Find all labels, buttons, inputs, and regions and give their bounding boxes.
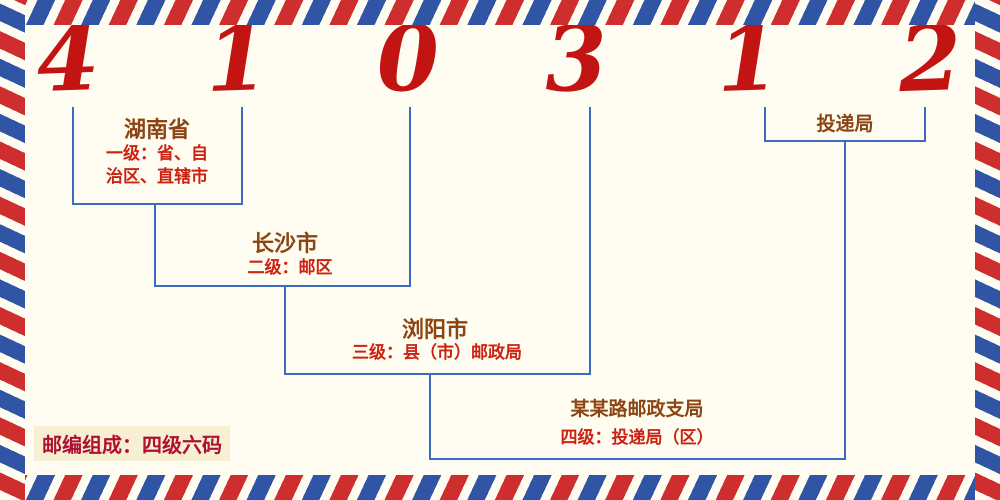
- level4-desc: 四级：投递局（区）: [560, 428, 714, 448]
- level1-name: 湖南省: [123, 118, 190, 143]
- connector-line: [284, 373, 591, 375]
- connector-line: [764, 140, 926, 142]
- level3-name: 浏阳市: [401, 318, 468, 343]
- connector-line: [284, 286, 286, 374]
- connector-line: [154, 285, 411, 287]
- level4-name: 某某路邮政支局: [570, 398, 704, 420]
- postal-digit-4: 3: [542, 4, 610, 114]
- footer-note: 邮编组成：四级六码: [34, 426, 230, 461]
- connector-line: [589, 107, 591, 374]
- postal-digit-2: 1: [203, 4, 271, 114]
- postal-digit-1: 4: [34, 4, 102, 114]
- delivery-bureau-name: 投递局: [816, 113, 874, 135]
- connector-line: [924, 107, 926, 141]
- postal-digit-5: 1: [714, 4, 782, 114]
- level1-desc: 一级：省、自 治区、直辖市: [106, 144, 208, 187]
- airmail-border-top: [0, 0, 1000, 25]
- connector-line: [72, 203, 243, 205]
- connector-line: [429, 374, 431, 459]
- connector-line: [241, 107, 243, 204]
- connector-line: [844, 141, 846, 459]
- airmail-border-bottom: [0, 475, 1000, 500]
- level2-name: 长沙市: [251, 232, 318, 257]
- level2-desc: 二级：邮区: [247, 258, 333, 278]
- airmail-border-left: [0, 0, 25, 500]
- postal-digit-3: 0: [374, 4, 442, 114]
- connector-line: [764, 107, 766, 141]
- connector-line: [429, 458, 846, 460]
- connector-line: [72, 107, 74, 204]
- level3-desc: 三级：县（市）邮政局: [352, 343, 522, 363]
- connector-line: [409, 107, 411, 286]
- connector-line: [154, 204, 156, 286]
- airmail-border-right: [975, 0, 1000, 500]
- postal-digit-6: 2: [896, 4, 964, 114]
